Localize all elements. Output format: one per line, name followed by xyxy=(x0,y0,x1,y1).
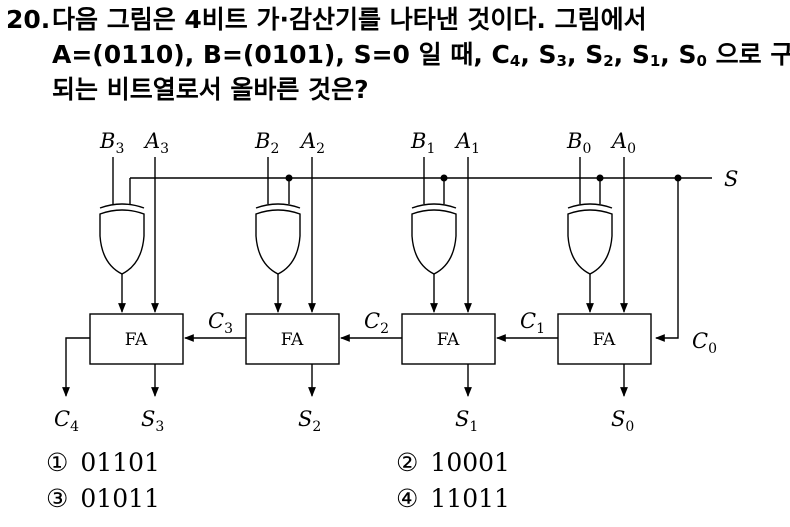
stem-s3: S3 xyxy=(538,40,567,70)
choice-2-text: 10001 xyxy=(430,448,510,477)
question-line-3-text: 되는 비트열로서 올바른 것은? xyxy=(52,75,369,104)
label-b2: B2 xyxy=(254,129,279,157)
fa-box-3 xyxy=(89,313,184,365)
junction-dot xyxy=(285,174,293,182)
label-c3: C3 xyxy=(208,309,233,337)
junction-dot xyxy=(596,174,604,182)
choice-2-mark: ② xyxy=(396,448,419,477)
xor-gate-2-back-arc xyxy=(255,203,301,209)
choice-2[interactable]: ② 10001 xyxy=(396,448,510,477)
label-a0: A0 xyxy=(610,129,636,157)
label-b0: B0 xyxy=(566,129,591,157)
stem-s0: S0 xyxy=(678,40,707,70)
stem-c4: C4 xyxy=(491,40,521,70)
label-b3: B3 xyxy=(99,129,124,157)
junction-dot xyxy=(440,174,448,182)
s-to-c0-line xyxy=(655,178,679,342)
choice-4[interactable]: ④ 11011 xyxy=(396,484,510,513)
question-line-2-post: 으로 구성 xyxy=(715,40,790,69)
label-s3: S3 xyxy=(141,407,164,435)
adder-subtractor-diagram: B3 A3 B2 A2 B1 A1 B0 A0 S FA FA FA FA C3… xyxy=(54,129,738,435)
question-line-2-pre: A=(0110), B=(0101), S=0 일 때, xyxy=(52,40,492,69)
choice-3[interactable]: ③ 01011 xyxy=(46,484,160,513)
question-number: 20. xyxy=(6,5,51,34)
xor-gate-0 xyxy=(567,209,613,275)
question-line-2: A=(0110), B=(0101), S=0 일 때, C4, S3, S2,… xyxy=(6,37,790,72)
choice-1[interactable]: ① 01101 xyxy=(46,448,160,477)
choice-1-mark: ① xyxy=(46,448,69,477)
label-a1: A1 xyxy=(454,129,480,157)
choice-1-text: 01101 xyxy=(80,448,160,477)
label-b1: B1 xyxy=(410,129,435,157)
label-c0: C0 xyxy=(692,329,717,357)
choice-4-text: 11011 xyxy=(430,484,510,513)
fa-box-2 xyxy=(245,313,340,365)
label-a2: A2 xyxy=(299,129,325,157)
choice-3-mark: ③ xyxy=(46,484,69,513)
fa-label-3: FA xyxy=(125,330,148,350)
stem-sep: , xyxy=(613,40,632,69)
stem-sep: , xyxy=(660,40,679,69)
question-text: 20.다음 그림은 4비트 가·감산기를 나타낸 것이다. 그림에서 A=(01… xyxy=(6,2,790,107)
fa-label-2: FA xyxy=(281,330,304,350)
choice-4-mark: ④ xyxy=(396,484,419,513)
xor-gate-3 xyxy=(99,209,145,275)
question-line-1-text: 다음 그림은 4비트 가·감산기를 나타낸 것이다. 그림에서 xyxy=(52,5,647,34)
c4-output-line xyxy=(62,337,90,397)
label-s-control: S xyxy=(724,167,738,191)
label-s0: S0 xyxy=(611,407,634,435)
stem-sep: , xyxy=(566,40,586,69)
label-a3: A3 xyxy=(143,129,169,157)
label-c2: C2 xyxy=(364,309,389,337)
choice-3-text: 01011 xyxy=(80,484,160,513)
xor-gate-1 xyxy=(411,209,457,275)
label-s1: S1 xyxy=(455,407,478,435)
question-line-3: 되는 비트열로서 올바른 것은? xyxy=(6,72,786,107)
xor-gate-0-back-arc xyxy=(567,203,613,209)
fa-box-0 xyxy=(557,313,652,365)
fa-label-1: FA xyxy=(437,330,460,350)
label-c4: C4 xyxy=(54,407,79,435)
question-line-1: 20.다음 그림은 4비트 가·감산기를 나타낸 것이다. 그림에서 xyxy=(6,2,786,37)
fa-box-1 xyxy=(401,313,496,365)
stem-s2: S2 xyxy=(585,40,614,70)
label-c1: C1 xyxy=(520,309,545,337)
junction-dot xyxy=(674,174,682,182)
stem-s1: S1 xyxy=(631,40,661,70)
fa-label-0: FA xyxy=(593,330,616,350)
xor-gate-1-back-arc xyxy=(411,203,457,209)
label-s2: S2 xyxy=(298,407,321,435)
stem-sep: , xyxy=(520,40,539,69)
xor-gate-2 xyxy=(255,209,301,275)
xor-gate-3-back-arc xyxy=(99,203,145,209)
